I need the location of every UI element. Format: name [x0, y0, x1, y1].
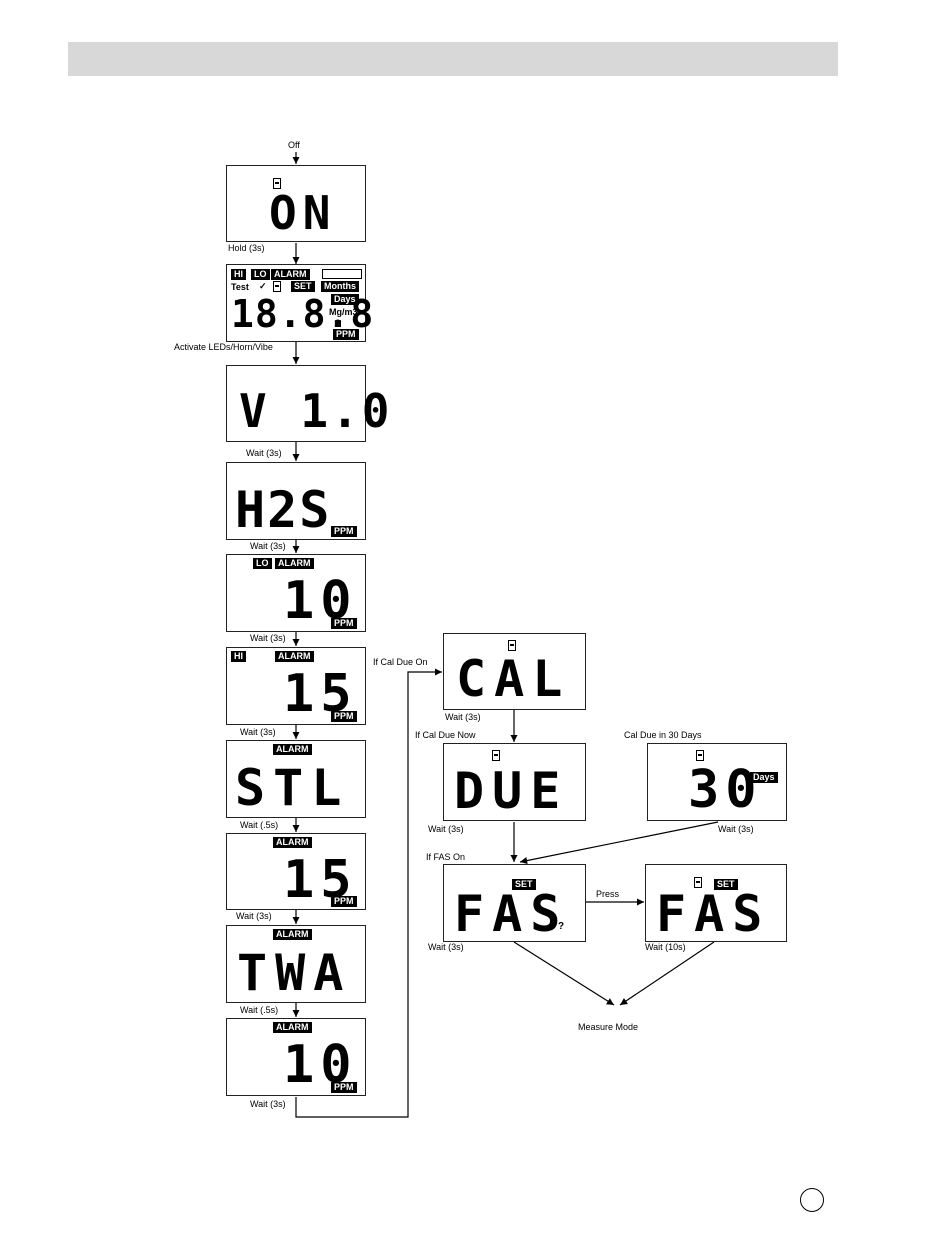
days-tag: Days — [331, 294, 359, 305]
ppm-tag: PPM — [333, 329, 359, 340]
version-text: V 1.0 — [239, 384, 393, 438]
page-badge — [800, 1188, 824, 1212]
lcd-days-screen: 30 Days — [647, 743, 787, 821]
ppm-tag: PPM — [331, 1082, 357, 1093]
wait-label: Wait (3s) — [428, 942, 464, 952]
lo-tag: LO — [251, 269, 270, 280]
lcd-lo-alarm-screen: LO ALARM 10 PPM — [226, 554, 366, 632]
lcd-stl-screen: ALARM STL — [226, 740, 366, 818]
lcd-fas-pressed-screen: SET FAS — [645, 864, 787, 942]
lcd-cal-screen: CAL — [443, 633, 586, 710]
stl-text: STL — [235, 759, 350, 817]
wait-label: Wait (3s) — [250, 1099, 286, 1109]
header-bar — [68, 42, 838, 76]
wait-label: Wait (10s) — [645, 942, 686, 952]
alarm-tag: ALARM — [275, 558, 314, 569]
lcd-version-screen: V 1.0 — [226, 365, 389, 442]
battery-icon — [273, 281, 281, 292]
ppm-tag: PPM — [331, 526, 357, 537]
ppm-tag: PPM — [331, 711, 357, 722]
activate-label: Activate LEDs/Horn/Vibe — [174, 342, 273, 352]
lo-tag: LO — [253, 558, 272, 569]
alarm-tag: ALARM — [273, 929, 312, 940]
alarm-tag: ALARM — [273, 1022, 312, 1033]
alarm-tag: ALARM — [273, 744, 312, 755]
hold-label: Hold (3s) — [228, 243, 265, 253]
wait-label: Wait (3s) — [250, 633, 286, 643]
twa-text: TWA — [237, 944, 352, 1002]
lcd-hi-alarm-screen: HI ALARM 15 PPM — [226, 647, 366, 725]
ppm-tag: PPM — [331, 896, 357, 907]
days-tag: Days — [750, 772, 778, 783]
if-cal-due-now-label: If Cal Due Now — [415, 730, 476, 740]
lcd-fas-screen: SET FAS ? — [443, 864, 586, 942]
battery-icon — [694, 877, 702, 888]
cal-due-30-label: Cal Due in 30 Days — [624, 730, 702, 740]
question-icon: ? — [558, 921, 565, 932]
off-label: Off — [288, 140, 300, 150]
wait-label: Wait (3s) — [718, 824, 754, 834]
if-cal-due-on-label: If Cal Due On — [373, 657, 428, 667]
alarm-tag: ALARM — [273, 837, 312, 848]
set-tag: SET — [512, 879, 536, 890]
wait-label: Wait (.5s) — [240, 1005, 279, 1015]
wait-label: Wait (.5s) — [240, 820, 279, 830]
lcd-on-text: ON — [269, 186, 337, 240]
lcd-on-screen: ON — [226, 165, 366, 242]
fas-text: FAS — [454, 885, 569, 943]
due-text: DUE — [454, 762, 569, 820]
months-tag: Months — [321, 281, 359, 292]
ppm-tag: PPM — [331, 618, 357, 629]
battery-icon — [492, 750, 500, 761]
battery-icon — [696, 750, 704, 761]
battery-icon — [508, 640, 516, 651]
alarm-tag: ALARM — [271, 269, 310, 280]
check-icon: ✓ — [259, 281, 267, 291]
alarm-tag: ALARM — [275, 651, 314, 662]
if-fas-on-label: If FAS On — [426, 852, 466, 862]
lcd-gas-screen: H2S PPM — [226, 462, 366, 540]
hi-tag: HI — [231, 269, 246, 280]
question-icon: ? — [335, 318, 341, 328]
gas-text: H2S — [235, 481, 332, 539]
lcd-twa-value-screen: ALARM 10 PPM — [226, 1018, 366, 1096]
wait-label: Wait (3s) — [236, 911, 272, 921]
wait-label: Wait (3s) — [250, 541, 286, 551]
mgm3-label: Mg/m3 — [329, 307, 358, 317]
wait-label: Wait (3s) — [428, 824, 464, 834]
days-value: 30 — [688, 760, 763, 820]
wait-label: Wait (3s) — [445, 712, 481, 722]
set-tag: SET — [291, 281, 315, 292]
cal-text: CAL — [456, 650, 571, 708]
test-label: Test — [231, 282, 249, 292]
battery-icon — [273, 178, 281, 189]
measure-mode-label: Measure Mode — [578, 1022, 639, 1032]
wait-label: Wait (3s) — [246, 448, 282, 458]
hi-tag: HI — [231, 651, 246, 662]
battery-bar-icon — [322, 269, 362, 279]
wait-label: Wait (3s) — [240, 727, 276, 737]
set-tag: SET — [714, 879, 738, 890]
press-label: Press — [596, 889, 620, 899]
lcd-stl-value-screen: ALARM 15 PPM — [226, 833, 366, 910]
lcd-full-screen: HI LO ALARM Test ✓ SET Months 18.8.8 Day… — [226, 264, 373, 342]
lcd-twa-screen: ALARM TWA — [226, 925, 366, 1003]
lcd-due-screen: DUE — [443, 743, 586, 821]
fas-pressed-text: FAS — [656, 885, 771, 943]
